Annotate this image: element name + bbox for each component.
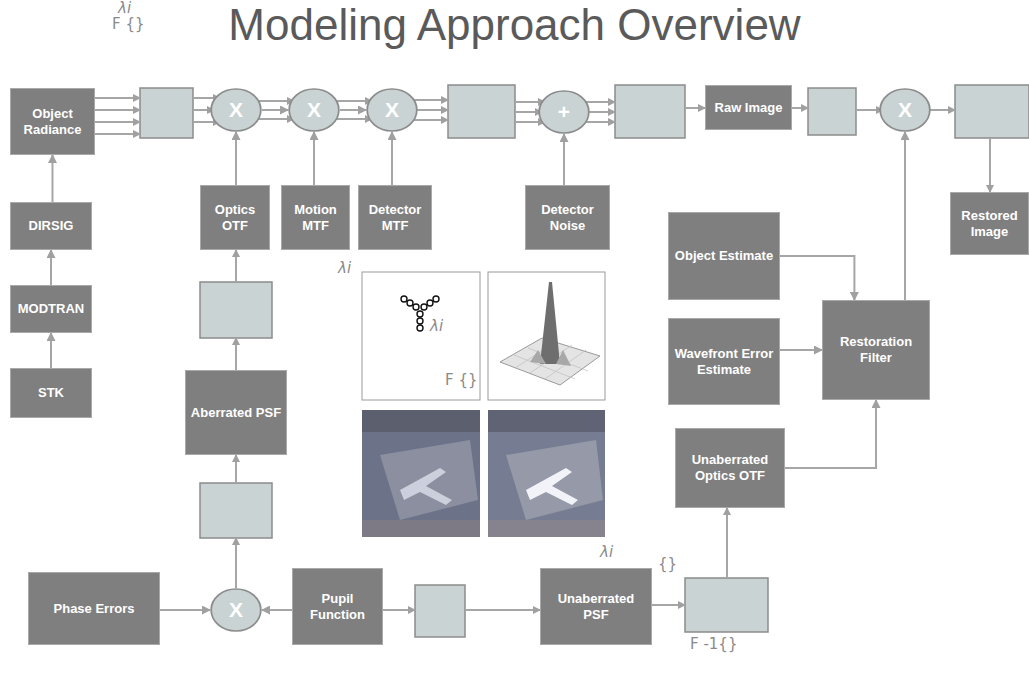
node-text: STK — [15, 385, 87, 401]
process-box: Object Estimate — [668, 212, 780, 300]
process-box: Wavefront Error Estimate — [668, 318, 780, 405]
process-box: DIRSIG — [10, 202, 92, 250]
process-box: Pupil Function — [292, 568, 383, 645]
node-text: X — [879, 98, 931, 122]
pupil-plot — [362, 272, 480, 400]
flow-arrow — [391, 132, 393, 185]
node-text: Wavefront Error Estimate — [673, 346, 775, 378]
node-text: Unaberrated PSF — [545, 591, 647, 623]
process-box: Motion MTF — [281, 185, 350, 250]
flow-arrow — [904, 132, 906, 300]
symbol-label: F -1{} — [688, 636, 739, 653]
node-text: Optics OTF — [205, 202, 265, 234]
flow-arrow — [780, 256, 854, 300]
flow-arrow — [235, 132, 237, 185]
symbol-label: λi — [336, 260, 353, 277]
process-box: Unaberrated Optics OTF — [675, 428, 785, 508]
flow-arrow — [262, 609, 292, 611]
node-text: Restoration Filter — [827, 334, 925, 366]
operator-circle: X — [366, 88, 418, 132]
process-box: Unaberrated PSF — [540, 568, 652, 645]
operator-circle: X — [210, 588, 262, 632]
node-text: Object Radiance — [15, 106, 90, 138]
node-text: X — [210, 598, 262, 622]
flow-arrow — [563, 134, 565, 185]
symbol-label: λi — [116, 0, 133, 17]
symbol-label: F {} — [443, 372, 479, 389]
process-box: Object Radiance — [10, 88, 95, 155]
node-text: Pupil Function — [297, 591, 378, 623]
flow-arrow — [340, 109, 366, 111]
flow-arrow — [785, 400, 876, 468]
signal-lines — [95, 98, 990, 610]
node-text: X — [210, 98, 262, 122]
symbol-label: λi — [428, 318, 445, 335]
node-text: X — [288, 98, 340, 122]
flow-arrow — [262, 109, 288, 111]
flow-arrow — [160, 609, 210, 611]
aerial-image-blurred — [362, 410, 480, 537]
operator-circle: X — [210, 88, 262, 132]
operator-circle: + — [538, 90, 590, 134]
empty-blocks — [140, 85, 1029, 637]
process-box: MODTRAN — [10, 285, 92, 333]
flow-arrow — [50, 333, 52, 368]
psf-plot — [488, 272, 605, 400]
node-text: Unaberrated Optics OTF — [680, 452, 780, 484]
flow-arrow — [50, 250, 52, 285]
operator-circle: X — [288, 88, 340, 132]
node-text: DIRSIG — [15, 218, 87, 234]
node-text: Detector Noise — [530, 202, 605, 234]
node-text: MODTRAN — [15, 301, 87, 317]
process-box: Restored Image — [950, 192, 1029, 255]
node-text: Aberrated PSF — [190, 405, 282, 421]
node-text: Motion MTF — [286, 202, 345, 234]
node-text: Phase Errors — [33, 601, 155, 617]
symbol-label: F {} — [110, 16, 146, 33]
node-text: X — [366, 98, 418, 122]
symbol-label: {} — [656, 556, 679, 573]
flow-arrow — [52, 155, 54, 202]
flow-arrow — [313, 132, 315, 185]
process-box: Optics OTF — [200, 185, 270, 250]
process-box: Phase Errors — [28, 572, 160, 645]
operator-circle: X — [879, 88, 931, 132]
node-text: Restored Image — [955, 208, 1024, 240]
node-text: Object Estimate — [673, 248, 775, 264]
node-text: + — [538, 100, 590, 124]
process-box: Raw Image — [705, 85, 792, 130]
node-text: Detector MTF — [363, 202, 427, 234]
process-box: Aberrated PSF — [185, 370, 287, 455]
aerial-image-restored — [488, 410, 605, 537]
process-box: Detector Noise — [525, 185, 610, 250]
symbol-label: λi — [598, 544, 615, 561]
node-text: Raw Image — [710, 100, 787, 116]
process-box: Detector MTF — [358, 185, 432, 250]
flow-arrow — [780, 349, 822, 351]
process-box: STK — [10, 368, 92, 418]
diagram-title: Modeling Approach Overview — [0, 0, 1029, 50]
process-box: Restoration Filter — [822, 300, 930, 400]
